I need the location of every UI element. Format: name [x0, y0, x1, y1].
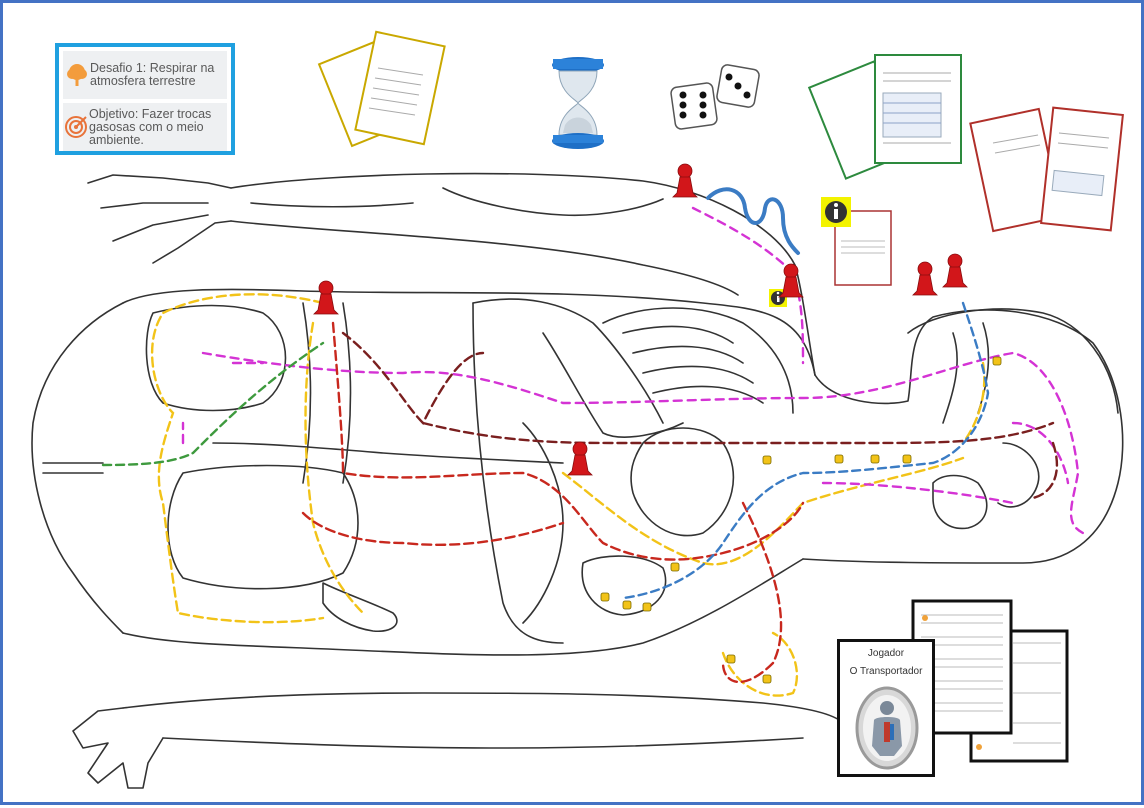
player-card-role: O Transportador: [840, 666, 932, 677]
tree-icon: [63, 52, 90, 98]
objective-row: Objetivo: Fazer trocas gasosas com o mei…: [63, 103, 227, 151]
challenge-text: Desafio 1: Respirar na atmosfera terrest…: [90, 62, 227, 88]
player-card[interactable]: Jogador O Transportador: [837, 639, 935, 777]
objective-text: Objetivo: Fazer trocas gasosas com o mei…: [89, 108, 227, 147]
absorption-path: [103, 343, 323, 465]
info-icon[interactable]: [821, 197, 851, 227]
pawn-icon: [913, 262, 937, 295]
digestive-path: [152, 294, 363, 622]
pawn-icon: [568, 442, 592, 475]
ability-cards[interactable]: [913, 601, 1067, 761]
challenge-row: Desafio 1: Respirar na atmosfera terrest…: [63, 51, 227, 99]
target-icon: [63, 104, 89, 150]
challenge-panel: Desafio 1: Respirar na atmosfera terrest…: [55, 43, 235, 155]
player-portrait: [854, 686, 920, 770]
pawn-icon: [314, 281, 338, 314]
hourglass-icon: [552, 57, 604, 149]
player-card-heading: Jogador: [840, 648, 932, 659]
pawn-icon: [943, 254, 967, 287]
red-cards[interactable]: [970, 108, 1123, 231]
yellow-cards[interactable]: [319, 32, 445, 146]
dice-icon[interactable]: [670, 64, 760, 130]
green-cards[interactable]: [809, 55, 961, 179]
